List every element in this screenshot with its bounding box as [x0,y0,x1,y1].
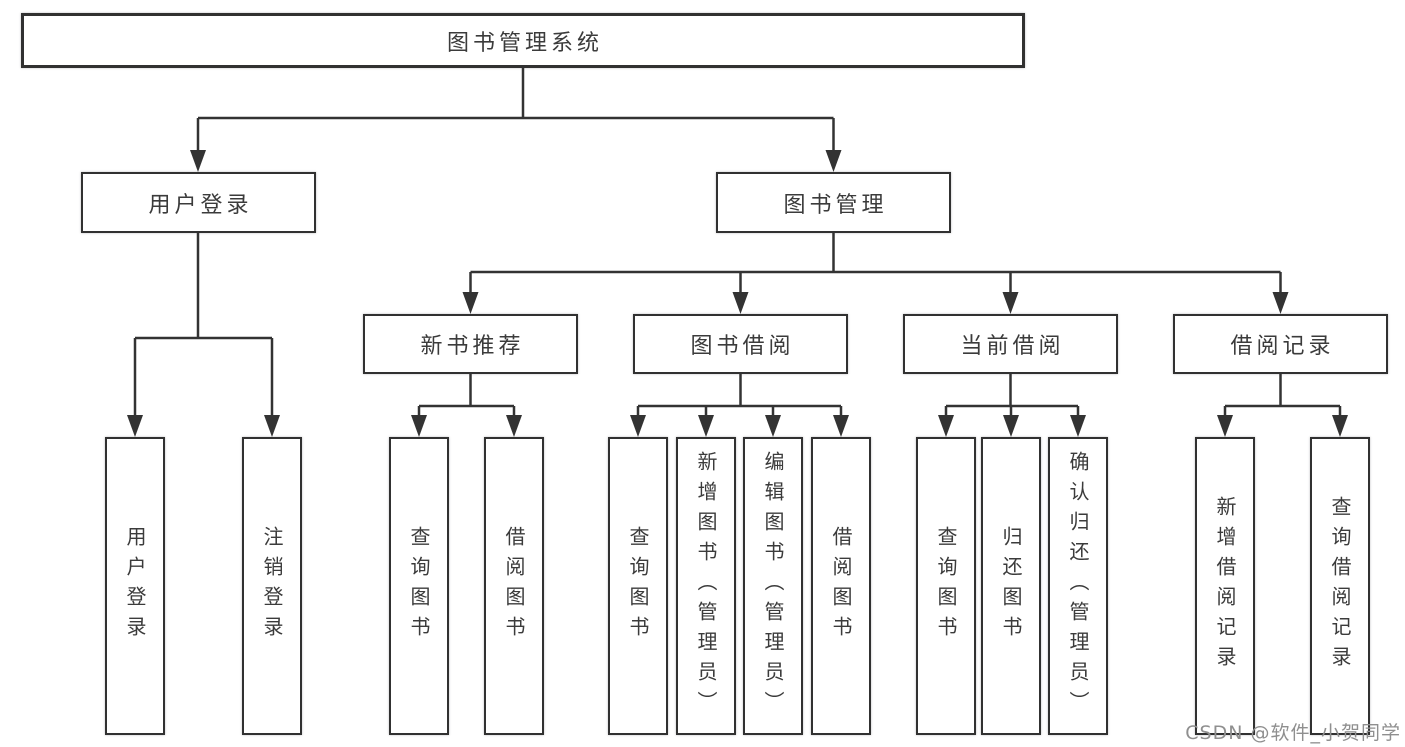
node-book-management: 图书管理 [716,172,951,233]
node-library-management-system: 图书管理系统 [21,13,1025,68]
node-label: 编辑图书（管理员） [761,451,785,721]
connector-borrowing-records-to-leaves [1217,374,1348,437]
connector-user-login-to-leaves [127,233,280,437]
node-label: 确认归还（管理员） [1066,451,1090,721]
csdn-watermark: CSDN @软件_小贺同学 [1185,722,1401,744]
node-label: 借阅图书 [829,526,853,646]
node-label: 图书管理 [783,192,888,218]
leaf-logout: 注销登录 [242,437,302,735]
node-label: 查询图书 [934,526,958,646]
leaf-borrow-books-recommend: 借阅图书 [484,437,544,735]
node-current-borrowing: 当前借阅 [903,314,1118,374]
node-label: 图书管理系统 [446,30,603,56]
leaf-add-books-admin: 新增图书（管理员） [676,437,736,735]
leaf-query-books-borrowing: 查询图书 [608,437,668,735]
connector-book-borrowing-to-leaves [630,374,849,437]
leaf-edit-books-admin: 编辑图书（管理员） [743,437,803,735]
node-label: 用户登录 [148,192,253,218]
node-book-borrowing: 图书借阅 [633,314,848,374]
node-label: 图书借阅 [690,334,795,359]
node-borrowing-records: 借阅记录 [1173,314,1388,374]
leaf-borrow-books-borrowing: 借阅图书 [811,437,871,735]
node-new-book-recommendation: 新书推荐 [363,314,578,374]
node-label: 新增借阅记录 [1213,496,1237,676]
leaf-query-borrow-record: 查询借阅记录 [1310,437,1370,735]
leaf-return-books: 归还图书 [981,437,1041,735]
node-label: 归还图书 [999,526,1023,646]
connector-root-to-level2 [190,68,842,172]
leaf-confirm-return-admin: 确认归还（管理员） [1048,437,1108,735]
node-label: 查询图书 [626,526,650,646]
node-label: 查询借阅记录 [1328,496,1352,676]
node-user-login: 用户登录 [81,172,316,233]
node-label: 借阅记录 [1230,334,1335,359]
node-label: 注销登录 [260,526,284,646]
leaf-add-borrow-record: 新增借阅记录 [1195,437,1255,735]
node-label: 借阅图书 [502,526,526,646]
node-label: 用户登录 [123,526,147,646]
node-label: 查询图书 [407,526,431,646]
node-label: 新增图书（管理员） [694,451,718,721]
connector-new-book-recommendation-to-leaves [411,374,522,437]
leaf-query-books-recommend: 查询图书 [389,437,449,735]
leaf-query-books-current: 查询图书 [916,437,976,735]
node-label: 当前借阅 [960,334,1065,359]
connector-current-borrowing-to-leaves [938,374,1086,437]
leaf-user-login: 用户登录 [105,437,165,735]
node-label: 新书推荐 [420,334,525,359]
connector-book-management-to-level3 [462,233,1289,314]
